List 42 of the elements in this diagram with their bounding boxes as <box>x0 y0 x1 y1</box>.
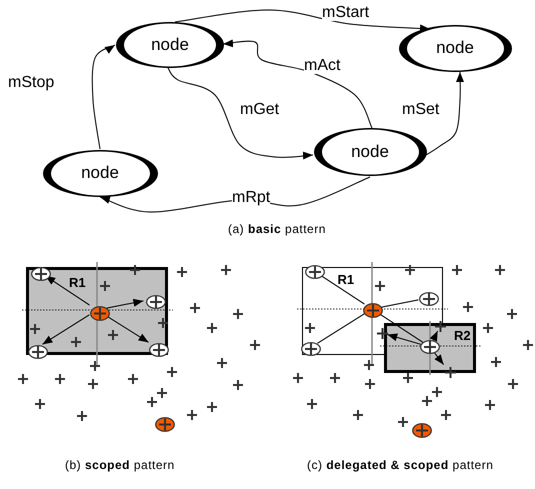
node-circle <box>90 306 110 320</box>
connector-line <box>316 313 365 344</box>
arrow <box>430 330 438 342</box>
arrow <box>222 39 372 128</box>
node-circle <box>149 343 169 357</box>
arrow <box>426 72 464 156</box>
arrow <box>92 44 116 150</box>
node-circle <box>28 345 48 359</box>
region-label: R2 <box>454 328 471 343</box>
edge-label: mAct <box>304 58 340 74</box>
node-ellipse: node <box>116 22 224 68</box>
arrow <box>168 68 314 160</box>
node-circle <box>31 267 51 281</box>
node-ellipse: node <box>398 24 512 72</box>
node-circle <box>412 422 432 438</box>
edge-label: mStart <box>322 5 370 21</box>
node-ellipse: node <box>42 150 158 196</box>
arrow <box>386 334 422 345</box>
region-label: R1 <box>69 275 86 290</box>
connector-line <box>320 275 365 305</box>
arrow <box>42 314 90 345</box>
arrow <box>174 10 430 32</box>
arrow <box>106 298 144 309</box>
edge-label: mRpt <box>232 190 270 206</box>
node-ellipse: node <box>314 128 426 176</box>
node-circle <box>419 292 439 306</box>
node-circle <box>146 295 166 309</box>
connector-line <box>379 313 424 343</box>
arrow <box>434 352 444 366</box>
edge-label: mStop <box>8 75 54 91</box>
caption: (b) scoped pattern <box>65 458 175 472</box>
caption: (c) delegated & scoped pattern <box>307 458 494 472</box>
caption: (a) basic pattern <box>228 222 326 236</box>
node-circle <box>155 416 175 432</box>
connector-line <box>381 299 419 308</box>
region-label: R1 <box>338 272 354 287</box>
arrow <box>44 275 90 306</box>
node-circle <box>363 302 383 318</box>
cross-marker <box>444 366 456 378</box>
node-circle <box>301 342 321 356</box>
cross-marker <box>434 320 446 332</box>
node-circle <box>305 265 325 279</box>
